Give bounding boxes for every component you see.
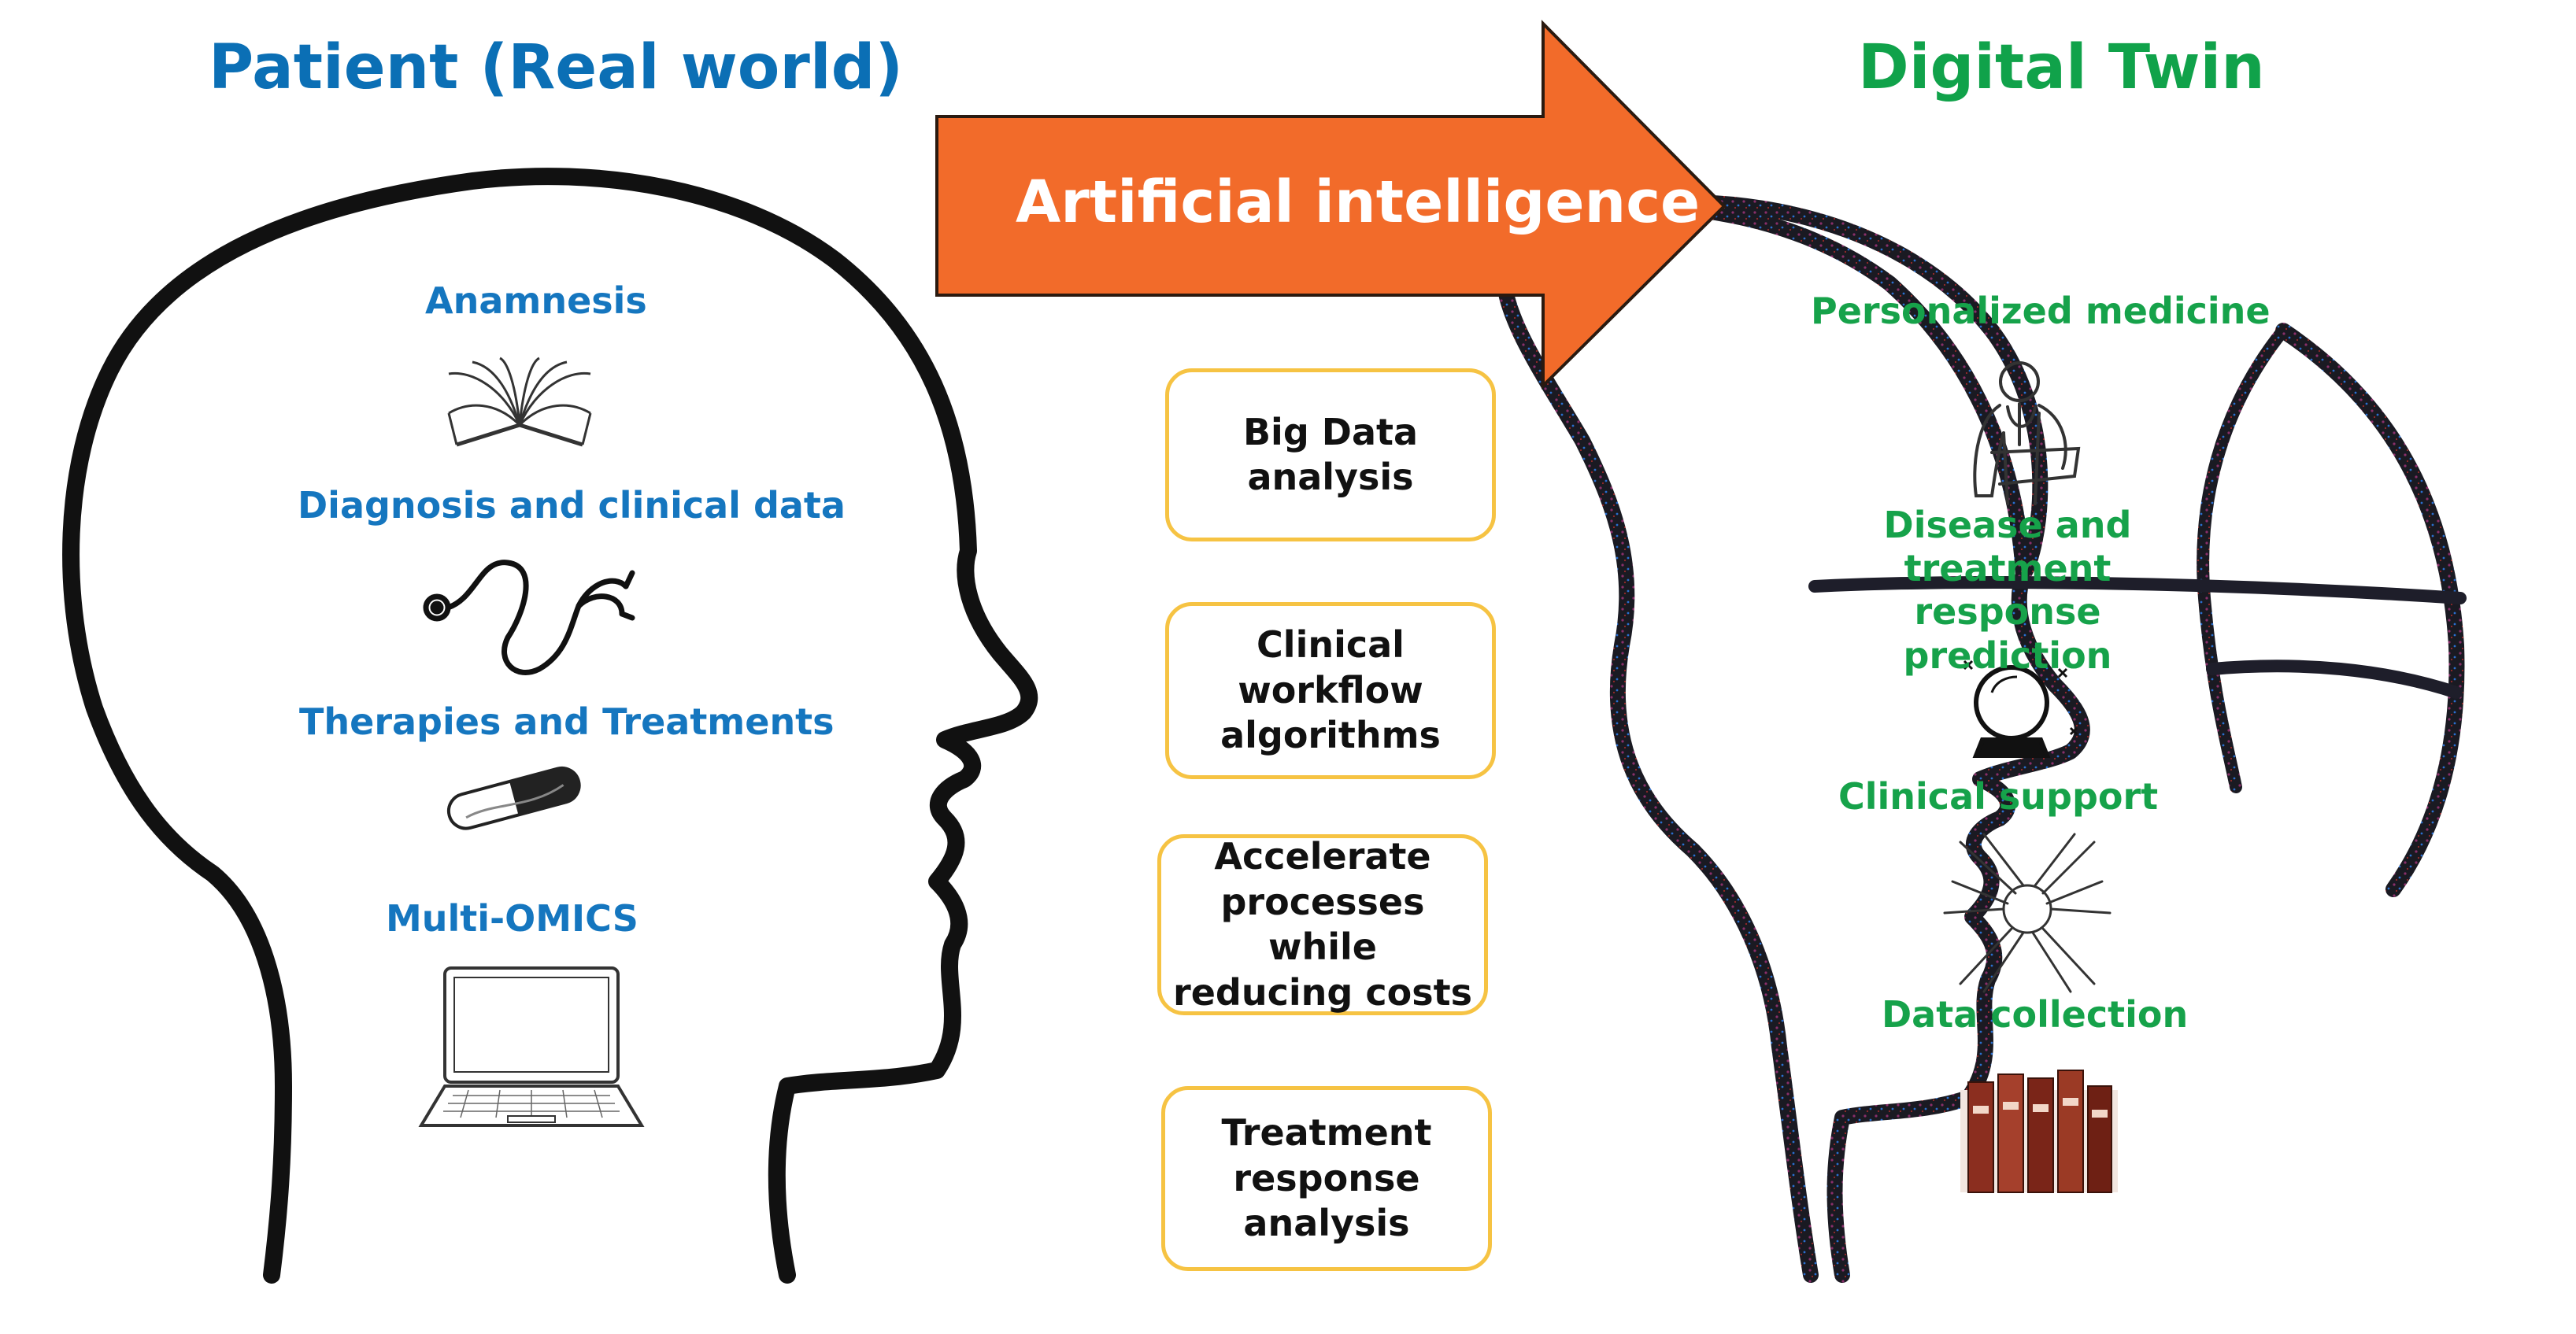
- center-box-big-data: Big Data analysis: [1165, 368, 1496, 541]
- open-book-icon: [447, 357, 592, 447]
- right-headband-top: [1808, 576, 2467, 604]
- right-item-clinical-support: Clinical support: [1838, 775, 2159, 818]
- center-box-clinical-workflow: Clinical workflow algorithms: [1165, 602, 1496, 779]
- center-box-text: Treatment response analysis: [1221, 1111, 1432, 1245]
- center-box-text: Accelerate processes while reducing cost…: [1173, 835, 1472, 1014]
- crystal-ball-icon: [1963, 660, 2078, 758]
- center-box-text: Clinical workflow algorithms: [1220, 623, 1441, 757]
- center-box-accelerate: Accelerate processes while reducing cost…: [1157, 834, 1488, 1015]
- left-head-outline: [62, 168, 1038, 1284]
- right-head-outline: [1495, 198, 2090, 1283]
- ai-arrow: [935, 20, 1727, 390]
- left-item-diagnosis: Diagnosis and clinical data: [298, 484, 846, 527]
- right-item-data-collection: Data collection: [1882, 993, 2189, 1036]
- left-panel-title: Patient (Real world): [209, 32, 904, 103]
- center-box-treatment-response: Treatment response analysis: [1161, 1086, 1492, 1271]
- right-head-rear: [2275, 323, 2465, 897]
- doctor-icon: [1973, 361, 2081, 505]
- capsule-pill-icon: [446, 766, 581, 830]
- ai-arrow-label: Artificial intelligence: [1016, 168, 1701, 236]
- right-item-disease-prediction: Disease and treatment response predictio…: [1883, 504, 2132, 677]
- team-hands-icon: [1943, 833, 2112, 993]
- right-panel-title: Digital Twin: [1858, 32, 2265, 103]
- left-item-anamnesis: Anamnesis: [425, 279, 647, 322]
- left-item-therapies: Therapies and Treatments: [299, 700, 835, 743]
- stethoscope-icon: [423, 560, 635, 675]
- right-item-personalized-medicine: Personalized medicine: [1811, 290, 2271, 332]
- right-headband-bottom: [2206, 660, 2463, 699]
- center-box-text: Big Data analysis: [1242, 410, 1419, 499]
- binders-icon: [1960, 1070, 2118, 1193]
- laptop-icon: [418, 966, 645, 1127]
- right-head-divider: [2197, 324, 2289, 793]
- left-item-multi-omics: Multi-OMICS: [386, 897, 638, 940]
